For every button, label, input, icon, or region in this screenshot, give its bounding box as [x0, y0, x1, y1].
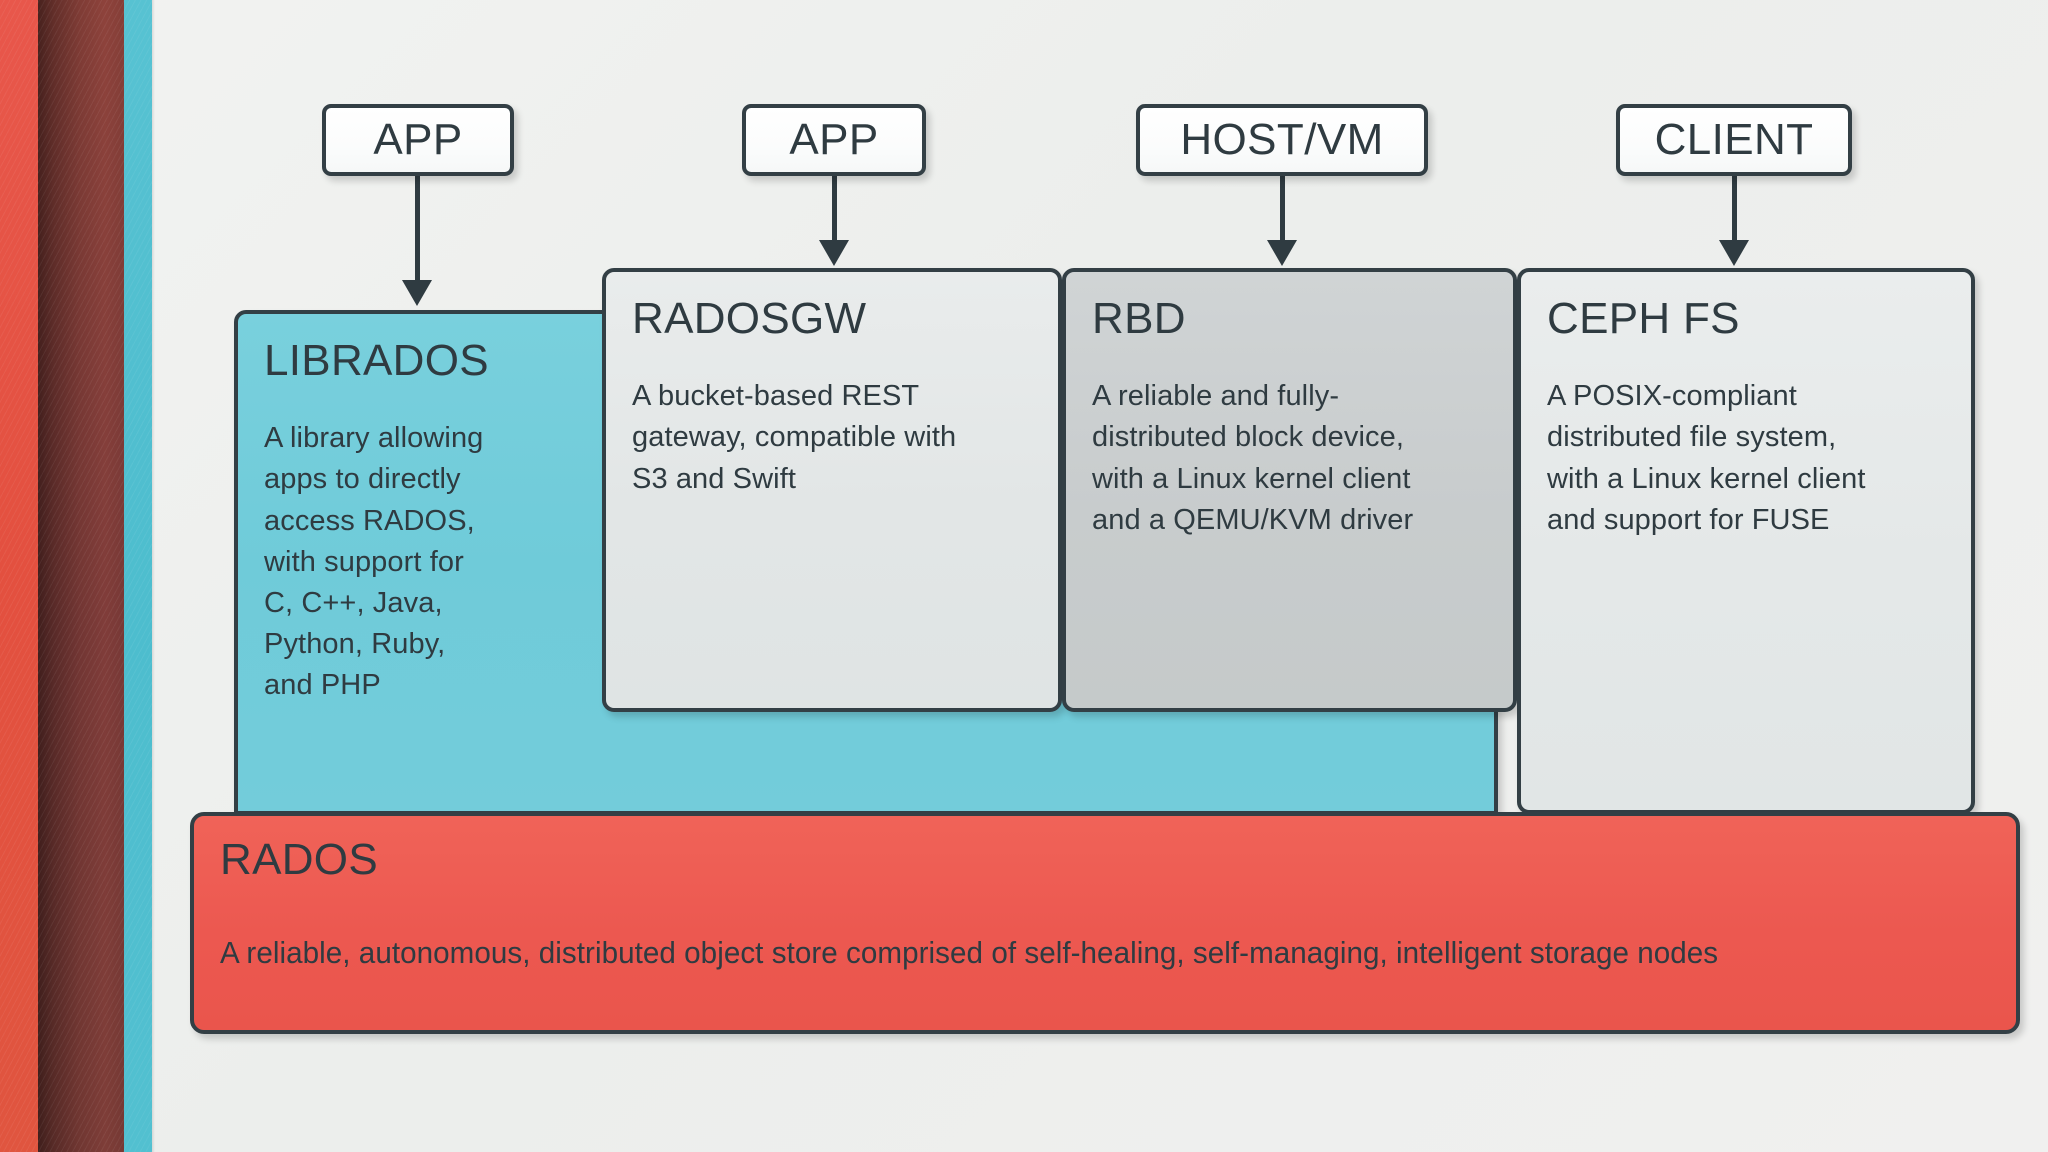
layer-title-librados: LIBRADOS	[264, 336, 489, 385]
connector-arrow-app-to-librados	[402, 176, 432, 306]
layer-body-librados: A library allowing apps to directly acce…	[264, 422, 484, 702]
left-accent-stripe-divider	[152, 0, 155, 1152]
consumer-box-host-vm[interactable]: HOST/VM	[1136, 104, 1428, 176]
consumer-label-host-vm: HOST/VM	[1180, 115, 1384, 164]
layer-title-cephfs: CEPH FS	[1547, 294, 1740, 343]
left-accent-stripe-dark-red	[38, 0, 124, 1152]
consumer-box-app-radosgw[interactable]: APP	[742, 104, 926, 176]
consumer-label-app-librados: APP	[373, 115, 463, 164]
left-accent-stripe-red	[0, 0, 38, 1152]
consumer-label-client: CLIENT	[1654, 115, 1814, 164]
consumer-box-app-librados[interactable]: APP	[322, 104, 514, 176]
layer-title-radosgw: RADOSGW	[632, 294, 867, 343]
layer-body-radosgw: A bucket-based REST gateway, compatible …	[632, 380, 957, 495]
layer-body-cephfs: A POSIX-compliant distributed file syste…	[1547, 380, 1866, 536]
consumer-label-app-radosgw: APP	[789, 115, 879, 164]
consumer-box-client[interactable]: CLIENT	[1616, 104, 1852, 176]
foundation-title-rados: RADOS	[220, 835, 378, 884]
foundation-box-rados[interactable]: RADOS A reliable, autonomous, distribute…	[190, 812, 2020, 1034]
layer-title-rbd: RBD	[1092, 294, 1186, 343]
layer-body-rbd: A reliable and fully- distributed block …	[1092, 380, 1414, 536]
layer-box-radosgw[interactable]: RADOSGW A bucket-based REST gateway, com…	[602, 268, 1062, 712]
left-accent-stripe-teal	[124, 0, 152, 1152]
foundation-body-rados: A reliable, autonomous, distributed obje…	[220, 935, 1719, 970]
connector-arrow-hostvm-to-rbd	[1267, 176, 1297, 266]
layer-box-rbd[interactable]: RBD A reliable and fully- distributed bl…	[1062, 268, 1517, 712]
connector-arrow-client-to-cephfs	[1719, 176, 1749, 266]
layer-box-cephfs[interactable]: CEPH FS A POSIX-compliant distributed fi…	[1517, 268, 1975, 814]
connector-arrow-app-to-radosgw	[819, 176, 849, 266]
